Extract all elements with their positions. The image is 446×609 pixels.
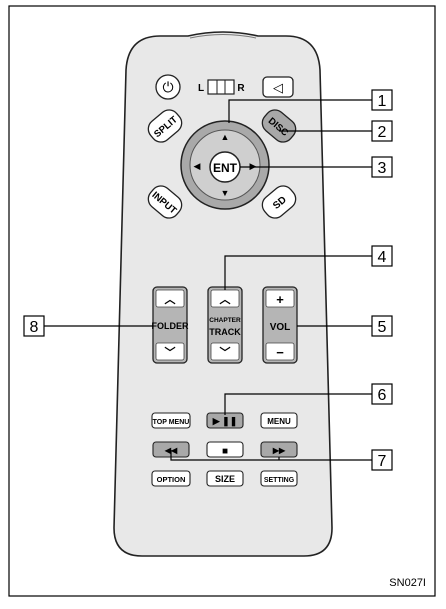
- setting-label: SETTING: [264, 477, 295, 484]
- folder-up-icon: ︿: [165, 294, 176, 306]
- callout-4: 4: [371, 245, 393, 267]
- leader-line-4: [224, 255, 372, 290]
- figure-id: SN027I: [389, 577, 426, 589]
- callout-4-label: 4: [378, 249, 387, 266]
- folder-up-button[interactable]: [155, 289, 185, 308]
- remote-top-notch: [189, 34, 257, 39]
- leader-lines: [44, 99, 372, 461]
- sd-button[interactable]: SD: [258, 182, 299, 222]
- size-button[interactable]: SIZE: [206, 470, 244, 487]
- folder-rocker[interactable]: ︿ ﹀ FOLDER: [152, 286, 189, 364]
- chapter-down-icon: ﹀: [220, 345, 231, 359]
- input-button[interactable]: INPUT: [144, 182, 185, 222]
- dpad-down-arrow-icon[interactable]: ▼: [221, 188, 230, 198]
- lr-switch[interactable]: L R: [198, 79, 245, 95]
- power-icon: ⏻: [162, 79, 173, 95]
- ffwd-icon: ▶▶: [272, 446, 286, 455]
- stop-button[interactable]: ■: [206, 441, 244, 458]
- menu-button[interactable]: MENU: [260, 412, 298, 429]
- power-button[interactable]: ⏻: [155, 74, 181, 100]
- track-label: TRACK: [209, 327, 241, 337]
- leader-line-6: [224, 393, 372, 415]
- dpad-right-arrow-icon[interactable]: ▶: [250, 161, 257, 171]
- callout-1: 1: [371, 89, 393, 111]
- option-label: OPTION: [157, 475, 186, 484]
- chapter-track-rocker[interactable]: ︿ ﹀ CHAPTER TRACK: [207, 286, 243, 364]
- speaker-button[interactable]: ◁: [262, 76, 294, 98]
- callout-5-label: 5: [378, 319, 387, 336]
- callout-5: 5: [371, 315, 393, 337]
- top-menu-label: TOP MENU: [153, 419, 190, 426]
- ent-label: ENT: [213, 161, 238, 175]
- callout-3-label: 3: [378, 160, 387, 177]
- dpad-up-arrow-icon[interactable]: ▲: [221, 132, 230, 142]
- play-pause-button[interactable]: ▶ ❚❚: [206, 412, 244, 429]
- callout-7-label: 7: [378, 453, 387, 470]
- vol-down-button[interactable]: [265, 342, 295, 361]
- play-pause-icon: ▶ ❚❚: [212, 416, 238, 427]
- folder-down-button[interactable]: [155, 342, 185, 361]
- folder-down-icon: ﹀: [165, 345, 176, 359]
- chapter-label: CHAPTER: [209, 317, 241, 324]
- stop-icon: ■: [222, 446, 228, 457]
- callout-1-label: 1: [378, 93, 387, 110]
- callout-6-label: 6: [378, 387, 387, 404]
- split-button[interactable]: SPLIT: [144, 106, 185, 146]
- leader-line-1: [228, 99, 372, 123]
- callout-6: 6: [371, 383, 393, 405]
- ffwd-button[interactable]: ▶▶: [260, 441, 298, 458]
- callout-2: 2: [371, 120, 393, 142]
- speaker-icon: ◁: [273, 80, 283, 95]
- leader-line-7: [170, 450, 372, 461]
- callout-2-label: 2: [378, 124, 387, 141]
- folder-label: FOLDER: [152, 321, 189, 331]
- size-label: SIZE: [215, 474, 235, 484]
- vol-minus-icon: −: [276, 345, 284, 360]
- vol-plus-icon: +: [276, 292, 284, 307]
- callout-8: 8: [23, 315, 45, 337]
- setting-button[interactable]: SETTING: [260, 470, 298, 487]
- lr-right-label: R: [237, 83, 245, 94]
- dpad-left-arrow-icon[interactable]: ◀: [194, 161, 201, 171]
- callout-7: 7: [371, 449, 393, 471]
- vol-label: VOL: [270, 322, 291, 333]
- top-menu-button[interactable]: TOP MENU: [151, 412, 191, 429]
- chapter-down-button[interactable]: [210, 342, 240, 361]
- callout-8-label: 8: [30, 319, 39, 336]
- option-button[interactable]: OPTION: [151, 470, 191, 487]
- lr-left-label: L: [198, 83, 204, 94]
- vol-up-button[interactable]: [265, 289, 295, 308]
- vol-rocker[interactable]: + − VOL: [262, 286, 298, 364]
- ent-button[interactable]: ENT: [209, 151, 241, 183]
- menu-label: MENU: [267, 417, 291, 426]
- callout-3: 3: [371, 156, 393, 178]
- chapter-up-icon: ︿: [220, 294, 231, 306]
- disc-button[interactable]: DISC: [258, 106, 299, 146]
